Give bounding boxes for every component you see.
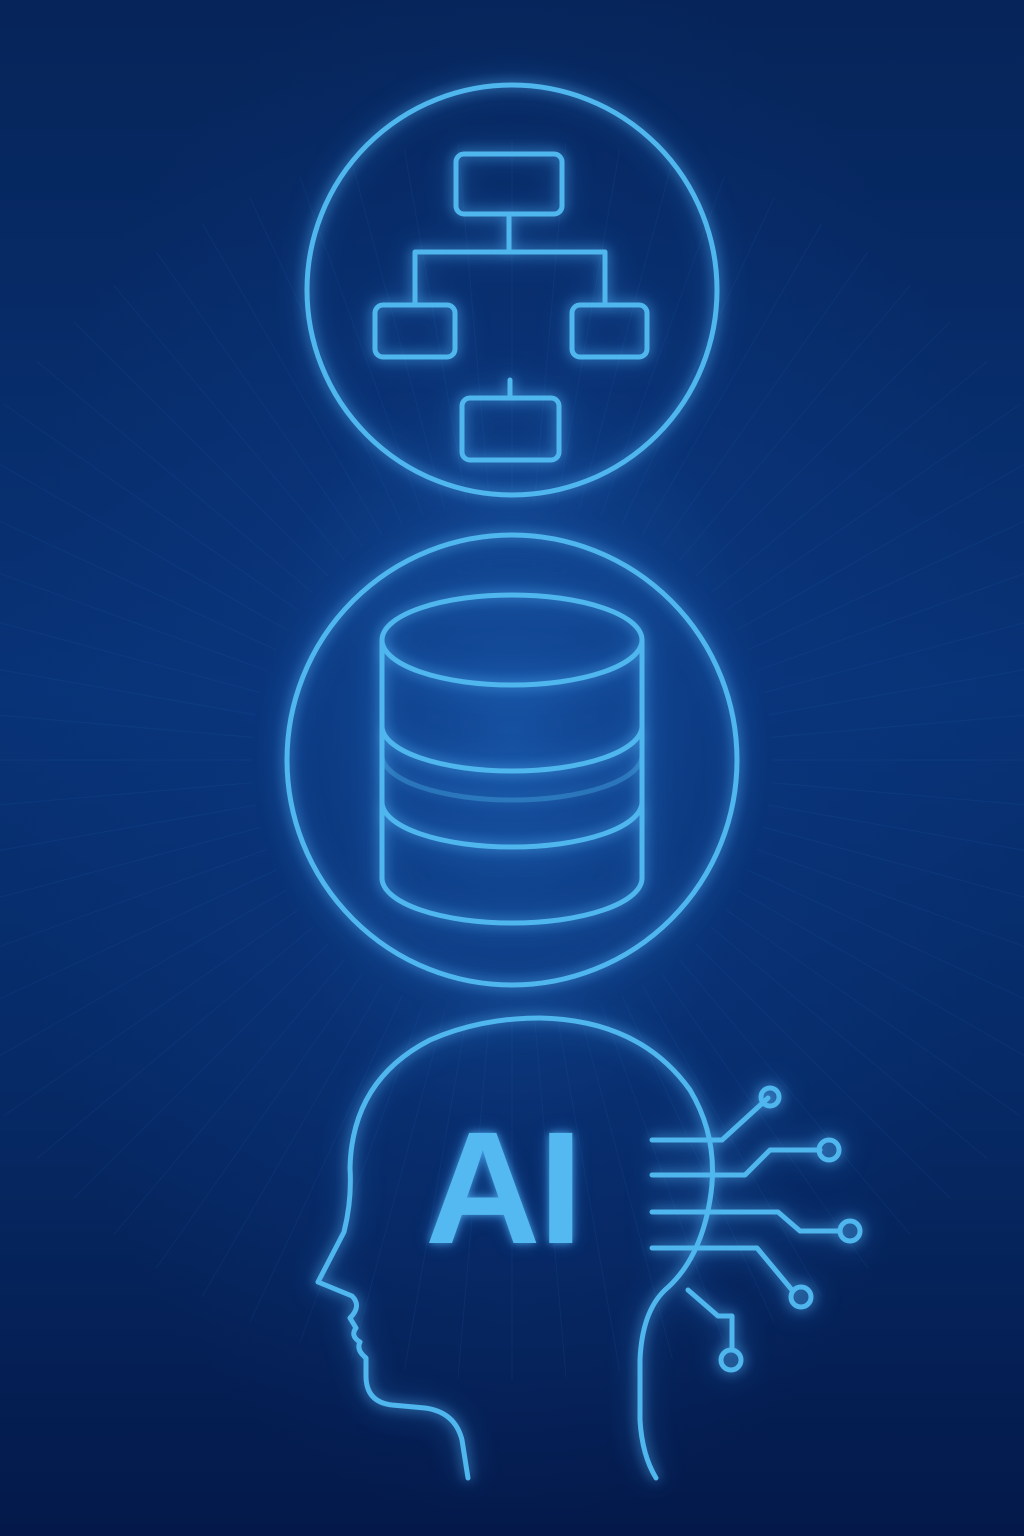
background-ray xyxy=(113,958,346,1236)
background-ray xyxy=(736,889,1024,1057)
background-ray xyxy=(36,361,314,594)
background-ray xyxy=(201,222,383,536)
background-ray xyxy=(678,958,911,1236)
background-ray xyxy=(0,826,261,898)
background-ray xyxy=(201,984,383,1298)
background-ray xyxy=(249,197,403,525)
background-ray xyxy=(299,177,424,516)
background-ray xyxy=(0,463,288,631)
background-ray xyxy=(403,149,468,505)
background-ray xyxy=(678,284,911,562)
background-ray xyxy=(770,714,1024,738)
background-ray xyxy=(695,943,951,1199)
background-ray xyxy=(3,403,300,612)
background-ray xyxy=(556,1015,621,1371)
background-ray xyxy=(747,869,1024,1000)
ai-head-circuit-icon xyxy=(315,1015,863,1481)
background-ray xyxy=(710,926,988,1159)
background-ray xyxy=(641,222,823,536)
background-ray xyxy=(299,1004,424,1343)
background-ray xyxy=(756,573,1024,672)
background-ray xyxy=(724,403,1021,612)
background-ray xyxy=(351,1011,446,1360)
background-ray xyxy=(0,573,268,672)
background-ray xyxy=(756,848,1024,947)
background-ray xyxy=(763,826,1024,898)
background-ray xyxy=(351,160,446,509)
background-ray xyxy=(0,889,288,1057)
background-ray xyxy=(534,1018,567,1378)
background-ray xyxy=(113,284,346,562)
background-ray xyxy=(0,848,268,947)
background-ray xyxy=(600,177,725,516)
background-ray xyxy=(249,995,403,1323)
hierarchy-diagram-icon xyxy=(304,82,720,498)
background-ray xyxy=(747,520,1024,651)
background-ray xyxy=(73,943,329,1199)
background-ray xyxy=(0,714,254,738)
background-ray xyxy=(767,669,1024,716)
background-ray xyxy=(0,520,277,651)
background-ray xyxy=(660,972,869,1269)
background-ray xyxy=(770,782,1024,806)
background-ray xyxy=(0,782,254,806)
background-ray xyxy=(710,361,988,594)
background-ray xyxy=(155,972,364,1269)
background-ray xyxy=(767,804,1024,851)
background-ray xyxy=(155,251,364,548)
background-ray xyxy=(736,463,1024,631)
background-ray xyxy=(621,197,775,525)
background-ray xyxy=(578,160,673,509)
background-ray xyxy=(763,622,1024,694)
background-ray xyxy=(457,142,490,502)
background-ray xyxy=(457,1018,490,1378)
background-ray xyxy=(3,908,300,1117)
background-ray xyxy=(403,1015,468,1371)
background-ray xyxy=(660,251,869,548)
background-ray xyxy=(0,869,277,1000)
background-ray xyxy=(695,321,951,577)
background-ray xyxy=(556,149,621,505)
database-icon xyxy=(284,532,740,988)
ai-label: AI xyxy=(425,1098,583,1277)
background-ray xyxy=(0,622,261,694)
background-ray xyxy=(0,669,257,716)
background-ray xyxy=(36,926,314,1159)
background-ray xyxy=(0,804,257,851)
background-ray xyxy=(641,984,823,1298)
background-ray xyxy=(73,321,329,577)
background-ray xyxy=(724,908,1021,1117)
